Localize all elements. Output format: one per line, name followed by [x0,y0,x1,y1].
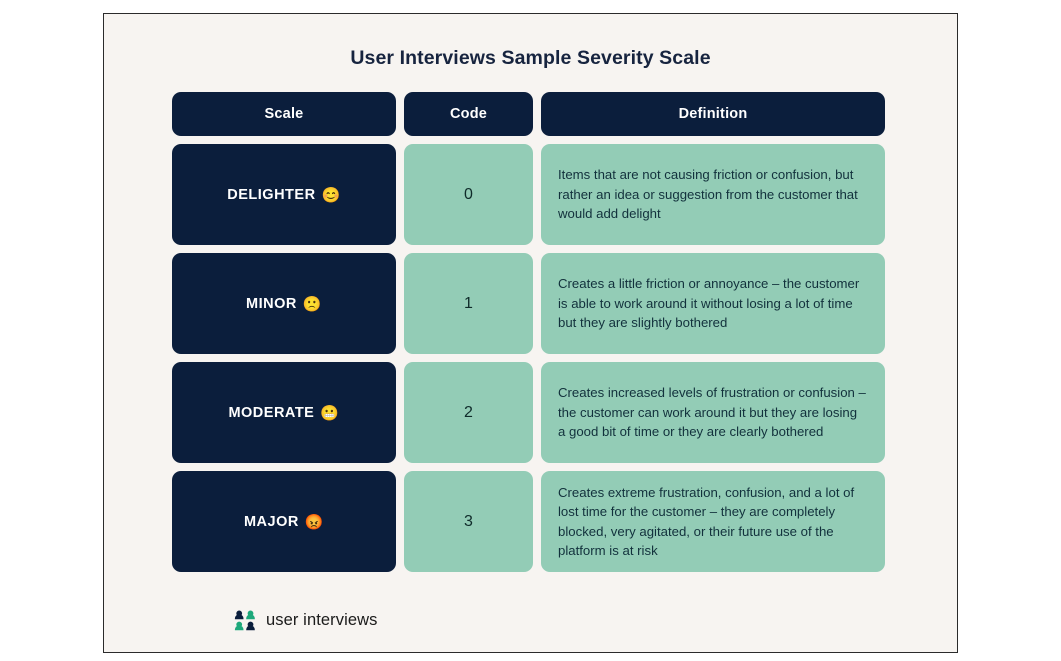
severity-scale-card: User Interviews Sample Severity Scale Sc… [103,13,958,653]
grimacing-face-emoji: 😬 [320,404,340,422]
column-header-code: Code [404,92,533,136]
table-row: MODERATE 😬 2 Creates increased levels of… [172,362,885,463]
scale-label: MAJOR [243,513,299,530]
code-cell: 0 [404,144,533,245]
definition-cell: Creates increased levels of frustration … [541,362,885,463]
scale-cell: MINOR 🙁 [172,253,396,354]
scale-cell: MODERATE 😬 [172,362,396,463]
definition-cell: Creates a little friction or annoyance –… [541,253,885,354]
code-cell: 1 [404,253,533,354]
severity-scale-table: Scale Code Definition DELIGHTER 😊 0 Item… [172,92,885,580]
table-row: MAJOR 😡 3 Creates extreme frustration, c… [172,471,885,572]
definition-cell: Items that are not causing friction or c… [541,144,885,245]
column-header-scale: Scale [172,92,396,136]
smiling-face-emoji: 😊 [321,186,341,204]
scale-label: MINOR [245,295,297,312]
pouting-face-emoji: 😡 [304,513,325,531]
page-title: User Interviews Sample Severity Scale [350,47,711,69]
brand-name: user interviews [266,610,378,629]
scale-cell: MAJOR 😡 [172,471,396,572]
table-header-row: Scale Code Definition [172,92,885,136]
table-row: MINOR 🙁 1 Creates a little friction or a… [172,253,885,354]
footer: user interviews [234,609,378,631]
scale-label: MODERATE [228,404,315,421]
code-cell: 2 [404,362,533,463]
table-row: DELIGHTER 😊 0 Items that are not causing… [172,144,885,245]
definition-cell: Creates extreme frustration, confusion, … [541,471,885,572]
scale-label: DELIGHTER [227,186,316,203]
column-header-definition: Definition [541,92,885,136]
user-interviews-logo [234,610,255,631]
slightly-frowning-face-emoji: 🙁 [302,295,323,313]
code-cell: 3 [404,471,533,572]
scale-cell: DELIGHTER 😊 [172,144,396,245]
